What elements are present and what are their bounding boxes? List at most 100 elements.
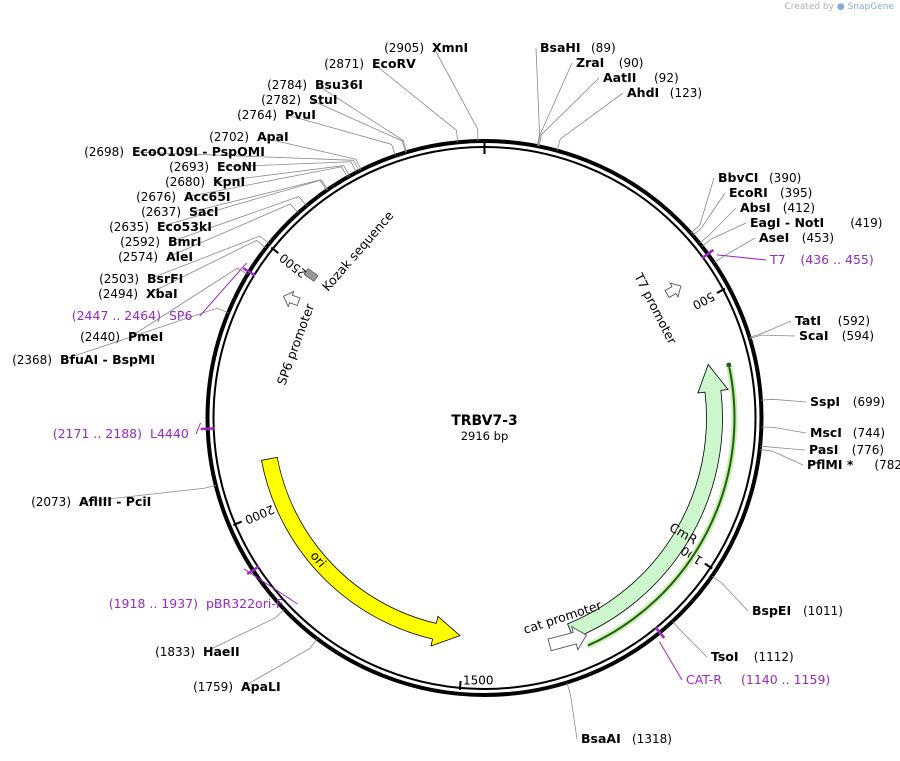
- tick-500: [716, 287, 726, 294]
- site-pflmi-leader: [759, 449, 804, 466]
- site-msci-position: (744): [853, 426, 885, 440]
- tick-label-2500: 2500: [277, 251, 310, 281]
- tick-label-500: 500: [690, 289, 717, 312]
- site-pvui-position: (2764): [237, 108, 277, 122]
- site-asei-leader: [713, 237, 756, 264]
- site-zrai-position: (90): [619, 56, 644, 70]
- site-haeii-name: HaeII: [203, 644, 240, 659]
- site-eagi-noti: EagI - NotI (419): [750, 215, 882, 230]
- sp6-promoter-label: SP6 promoter: [274, 301, 318, 387]
- site-pmei-leader: [129, 267, 248, 338]
- site-ecoo109i-pspomi-position: (2698): [84, 145, 124, 159]
- site-econi: EcoNI(2693): [169, 159, 257, 174]
- site-apali: ApaLI(1759): [193, 679, 281, 694]
- site-eco53ki-leader: [158, 179, 328, 228]
- site-eco53ki-position: (2635): [109, 220, 149, 234]
- site-ecoo109i-pspomi-leader: [133, 151, 360, 172]
- site-bsahi-position: (89): [591, 41, 616, 55]
- site-haeii-leader: [204, 609, 285, 653]
- site-ecorv: EcoRV(2871): [324, 56, 416, 71]
- site-xmni-name: XmnI: [432, 40, 468, 55]
- primer-pbr322ori-f-name: pBR322ori-F: [206, 596, 283, 611]
- site-tsoi-leader: [672, 621, 708, 658]
- site-kpni: KpnI(2680): [165, 174, 245, 189]
- site-acc65i: Acc65I(2676): [136, 189, 230, 204]
- site-zrai: ZraI(90): [576, 55, 643, 70]
- site-bsu36i-position: (2784): [267, 78, 307, 92]
- site-absi: AbsI(412): [740, 200, 815, 215]
- site-bmri-position: (2592): [120, 235, 160, 249]
- site-econi-leader: [218, 161, 357, 173]
- primer-cat-r-leader: [659, 641, 683, 681]
- site-ecori-name: EcoRI: [729, 185, 768, 200]
- site-bsrfi: BsrFI(2503): [99, 271, 183, 286]
- site-bsu36i-leader: [316, 84, 408, 153]
- site-econi-name: EcoNI: [217, 159, 257, 174]
- site-eagi-noti-leader: [701, 222, 747, 247]
- primer-labels: T7(436 .. 455) SP6(2447 .. 2464) L4440 (217…: [53, 248, 874, 687]
- snapgene-logo-icon: ●: [836, 2, 845, 12]
- primer-t7-leader: [716, 254, 767, 261]
- site-ecoo109i-pspomi-name: EcoO109I - PspOMI: [132, 144, 265, 159]
- site-bfuai-bspmi-name: BfuAI - BspMI: [60, 352, 155, 367]
- tick-1500: [458, 680, 462, 690]
- site-stui: StuI(2782): [261, 92, 337, 107]
- t7-promoter-arrow: [664, 282, 682, 299]
- site-haeii: HaeII(1833): [155, 644, 240, 659]
- site-saci-position: (2637): [141, 205, 181, 219]
- site-apai-position: (2702): [209, 130, 249, 144]
- t7-promoter-label: T7 promoter: [631, 270, 680, 348]
- site-xbai-leader: [147, 239, 267, 295]
- site-bsrfi-name: BsrFI: [147, 271, 183, 286]
- tick-label-2000: 2000: [243, 502, 277, 527]
- site-alei: AleI(2574): [118, 249, 193, 264]
- primer-t7: T7(436 .. 455): [769, 252, 874, 267]
- primer-l4440-range: (2171 .. 2188): [53, 426, 142, 441]
- cat-promoter-arrow: [547, 625, 587, 652]
- site-absi-leader: [699, 207, 737, 244]
- site-apali-leader: [242, 638, 318, 688]
- site-sspi-position: (699): [853, 395, 885, 409]
- site-xmni-position: (2905): [384, 41, 424, 55]
- site-pvui-name: PvuI: [285, 107, 316, 122]
- site-asei: AseI(453): [759, 230, 834, 245]
- site-scai: ScaI(594): [799, 328, 874, 343]
- site-aatii-name: AatII: [603, 70, 636, 85]
- site-saci-name: SacI: [189, 204, 219, 219]
- primer-cat-r-range: (1140 .. 1159): [741, 672, 830, 687]
- tick-2500: [270, 246, 279, 254]
- site-ecorv-name: EcoRV: [372, 56, 416, 71]
- site-ecori-position: (395): [780, 186, 812, 200]
- site-pvui-leader: [286, 114, 396, 156]
- site-apali-name: ApaLI: [241, 679, 281, 694]
- ori-arrow: [261, 456, 461, 647]
- primer-l4440-name: L4440: [150, 426, 189, 441]
- site-alei-name: AleI: [166, 249, 193, 264]
- site-eagi-noti-name: EagI - NotI: [750, 215, 824, 230]
- tick-2000: [232, 520, 243, 526]
- site-acc65i-name: Acc65I: [184, 189, 231, 204]
- cmr-orf-arrowhead: [726, 362, 732, 368]
- site-sspi-leader: [760, 398, 807, 403]
- primer-sp6: SP6(2447 .. 2464): [72, 308, 193, 323]
- kozak-sequence-label: Kozak sequence: [319, 208, 397, 294]
- site-stui-position: (2782): [261, 93, 301, 107]
- site-scai-position: (594): [842, 329, 874, 343]
- primer-pbr322ori-f-leader: [243, 568, 298, 605]
- site-tati-position: (592): [838, 314, 870, 328]
- site-afliii-pcii-name: AflIII - PciI: [79, 494, 151, 509]
- primer-t7-mark: [701, 248, 715, 260]
- primer-pbr322ori-f: pBR322ori-F(1918 .. 1937): [109, 596, 283, 611]
- site-tati: TatI(592): [795, 313, 870, 328]
- site-bsaai-leader: [566, 682, 578, 740]
- site-pflmi: PflMI *(782): [807, 457, 900, 472]
- primer-t7-range: (436 .. 455): [800, 252, 873, 267]
- site-eagi-noti-position: (419): [850, 216, 882, 230]
- primer-sp6-name: SP6: [169, 308, 192, 323]
- site-ahdi-leader: [556, 92, 624, 151]
- site-apai-leader: [258, 136, 362, 171]
- credit-brand: SnapGene: [847, 2, 894, 12]
- site-xmni-leader: [433, 47, 479, 142]
- site-eco53ki-name: Eco53kI: [157, 219, 212, 234]
- site-saci-leader: [190, 179, 329, 213]
